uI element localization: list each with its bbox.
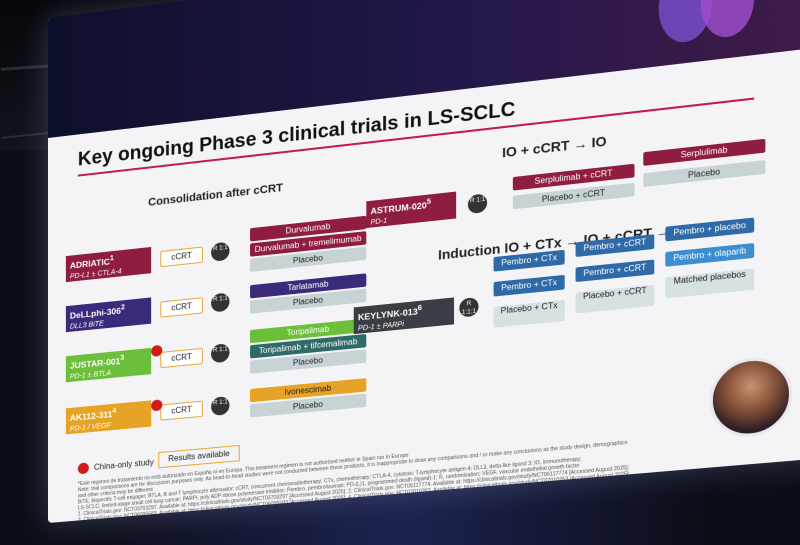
- section-consolidation: Consolidation after cCRT: [148, 181, 284, 209]
- trial-ref: 4: [112, 406, 117, 416]
- speaker-avatar: [709, 354, 793, 441]
- randomisation-node: R 1:1:1: [459, 297, 479, 318]
- randomisation-node: R 1:1: [211, 343, 230, 364]
- keylynk-ccrt: Pembro + cCRT: [575, 259, 655, 283]
- randomisation-node: R 1:1: [211, 241, 230, 262]
- keylynk-maintenance: Pembro + olaparib: [665, 242, 755, 267]
- keylynk-ccrt: Placebo + cCRT: [575, 284, 655, 314]
- legend-china: China-only study: [93, 457, 154, 472]
- trial-ref: 3: [120, 353, 125, 362]
- ccrt-box: cCRT: [160, 246, 203, 268]
- section-io-ccrt: IO + cCRT → IO: [502, 133, 607, 161]
- ccrt-box: cCRT: [160, 297, 203, 318]
- randomisation-node: R 1:1: [467, 193, 488, 215]
- legend-results: Results available: [158, 444, 240, 469]
- trial-ref: 6: [417, 303, 422, 313]
- keylynk-induction: Placebo + CTx: [493, 299, 565, 328]
- projection-screen: Key ongoing Phase 3 clinical trials in L…: [48, 0, 800, 523]
- slide-header-banner: [48, 0, 800, 138]
- ccrt-box: cCRT: [160, 347, 203, 369]
- china-only-icon: [77, 462, 89, 475]
- randomisation-node: R 1:1: [211, 292, 230, 313]
- trial-ref: 1: [109, 253, 114, 263]
- keylynk-maintenance: Matched placebos: [665, 268, 755, 299]
- trial-astrum: ASTRUM-0205 PD-1: [366, 191, 457, 229]
- astrum-continuation: Placebo: [643, 159, 766, 187]
- keylynk-induction: Pembro + CTx: [493, 274, 565, 297]
- randomisation-node: R 1:1: [211, 396, 230, 417]
- trial-ref: 5: [426, 197, 431, 207]
- keylynk-maintenance: Pembro + placebo: [665, 217, 755, 242]
- trial-ref: 2: [120, 303, 125, 312]
- ccrt-box: cCRT: [160, 400, 203, 421]
- trial-keylynk: KEYLYNK-0136 PD-1 ± PARPi: [353, 297, 455, 335]
- lung-icon: [658, 0, 755, 46]
